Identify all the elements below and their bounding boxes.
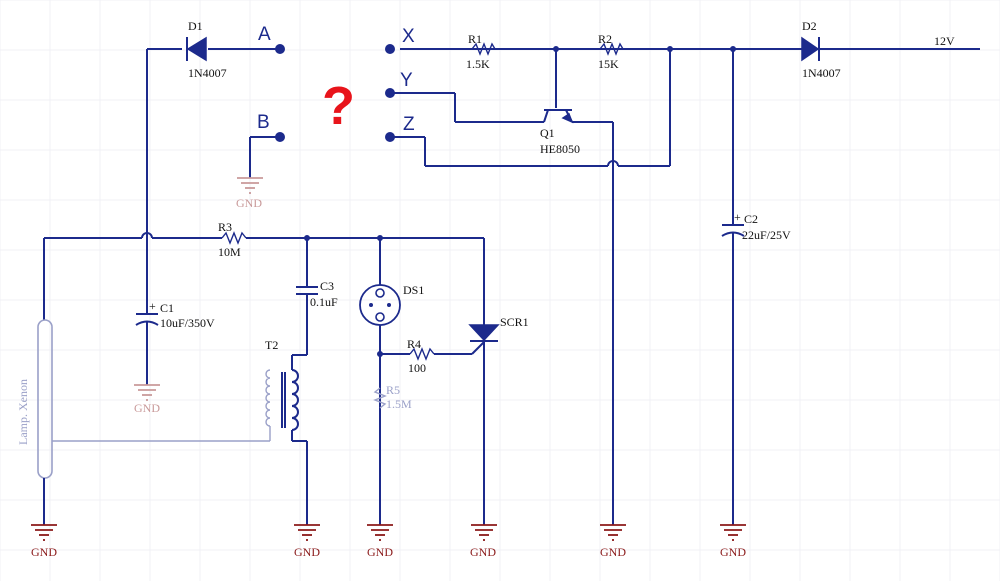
transistor-q1 <box>543 49 614 525</box>
r1-ref: R1 <box>468 32 482 46</box>
c2-ref: C2 <box>744 212 758 226</box>
r4-ref: R4 <box>407 337 421 351</box>
ground-symbol-q1 <box>600 524 626 541</box>
diode-d2 <box>801 36 820 62</box>
question-mark: ? <box>322 76 355 136</box>
capacitor-c3 <box>296 286 318 295</box>
lamp-label: Lamp. Xenon <box>16 379 30 445</box>
ground-symbol-c1 <box>134 384 160 401</box>
terminal-x-pin <box>385 44 395 54</box>
terminal-x-label: X <box>402 26 415 47</box>
resistor-r5 <box>373 387 387 409</box>
gnd-label-ds1: GND <box>367 545 393 559</box>
terminal-y-label: Y <box>400 70 413 91</box>
terminal-a-pin <box>275 44 285 54</box>
c3-value: 0.1uF <box>310 295 338 309</box>
resistor-r4 <box>409 347 435 361</box>
ground-symbol-t2 <box>294 524 320 541</box>
ground-symbol-lamp <box>31 524 57 541</box>
diode-d1 <box>186 36 207 62</box>
ground-symbol-c2 <box>720 524 746 541</box>
resistor-r3 <box>221 231 247 245</box>
r2-value: 15K <box>598 57 619 71</box>
transformer-t2 <box>265 354 308 525</box>
r5-value: 1.5M <box>386 397 412 411</box>
junction-r2-z <box>667 46 673 52</box>
gnd-label-c1: GND <box>134 401 160 415</box>
r3-value: 10M <box>218 245 241 259</box>
resistor-r2 <box>599 42 624 56</box>
d2-value: 1N4007 <box>802 66 841 80</box>
supply-12v-label: 12V <box>934 34 955 48</box>
svg-text:+: + <box>149 299 156 313</box>
c2-value: 22uF/25V <box>742 228 791 242</box>
c1-ref: C1 <box>160 301 174 315</box>
capacitor-c2: + <box>721 210 745 237</box>
q1-ref: Q1 <box>540 126 555 140</box>
r5-ref: R5 <box>386 383 400 397</box>
ground-symbol-ds1 <box>367 524 393 541</box>
scr-scr1 <box>468 324 500 342</box>
d2-ref: D2 <box>802 19 817 33</box>
r2-ref: R2 <box>598 32 612 46</box>
gnd-label-t2: GND <box>294 545 320 559</box>
gnd-label-lamp: GND <box>31 545 57 559</box>
gnd-label-q1: GND <box>600 545 626 559</box>
d1-value: 1N4007 <box>188 66 227 80</box>
d1-ref: D1 <box>188 19 203 33</box>
scr1-ref: SCR1 <box>500 315 529 329</box>
capacitor-c1: + <box>135 299 159 326</box>
neon-lamp-ds1 <box>359 284 401 326</box>
terminal-b-label: B <box>257 112 270 133</box>
ground-symbol-b <box>237 177 263 194</box>
gnd-label-c2: GND <box>720 545 746 559</box>
terminal-z-label: Z <box>403 114 415 135</box>
c3-ref: C3 <box>320 279 334 293</box>
resistor-r1 <box>471 42 496 56</box>
terminal-a-label: A <box>258 24 271 45</box>
gnd-label-scr1: GND <box>470 545 496 559</box>
t2-ref: T2 <box>265 338 278 352</box>
r1-value: 1.5K <box>466 57 490 71</box>
svg-text:+: + <box>734 210 741 224</box>
r3-ref: R3 <box>218 220 232 234</box>
q1-value: HE8050 <box>540 142 580 156</box>
ground-symbol-scr1 <box>471 524 497 541</box>
ds1-ref: DS1 <box>403 283 424 297</box>
r4-value: 100 <box>408 361 426 375</box>
supply-wires <box>146 48 980 238</box>
c1-value: 10uF/350V <box>160 316 215 330</box>
gnd-label-b: GND <box>236 196 262 210</box>
